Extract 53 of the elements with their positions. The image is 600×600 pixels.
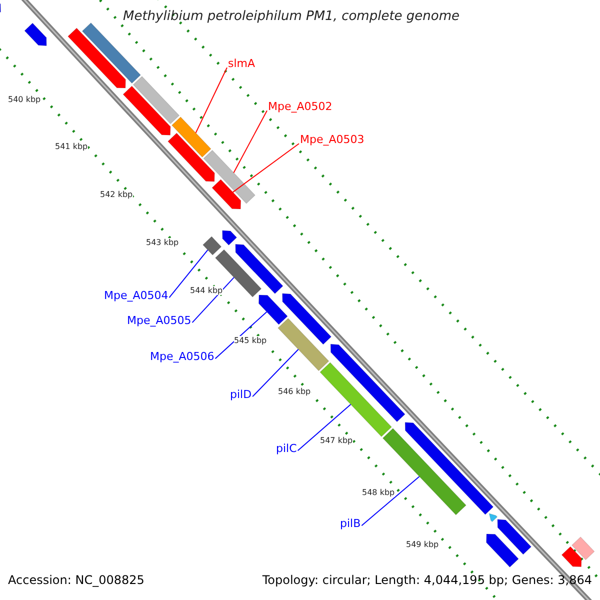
footer-text: Topology: circular; Length: 4,044,195 bp; Genes: 3,864	[262, 574, 592, 588]
leader-line	[214, 311, 268, 360]
gene-bar	[202, 236, 222, 256]
scale-label: 546 kbp	[278, 387, 311, 396]
scale-label: 542 kbp	[100, 190, 133, 200]
scale-label: 540 kbp	[8, 95, 41, 104]
scale-label: 548 kbp	[362, 488, 395, 498]
leader-line	[168, 249, 208, 298]
gene-feature	[168, 132, 215, 182]
gene-feature	[258, 294, 288, 325]
gene-label: Mpe_A0502	[268, 101, 332, 114]
gene-feature	[24, 22, 47, 46]
gene-feature	[488, 513, 498, 522]
gene-label: Mpe_A0505	[127, 315, 192, 328]
gene-bar	[203, 150, 256, 204]
gene-bar	[320, 362, 392, 437]
gene-bar	[382, 428, 466, 516]
gene-bar	[82, 22, 141, 84]
leader-line	[233, 110, 268, 174]
gene-label: pilD	[230, 389, 252, 402]
leader-line	[297, 404, 352, 452]
gene-label: Mpe_A0504	[104, 290, 168, 303]
gene-label: slmA	[228, 58, 256, 71]
gene-bar	[172, 116, 212, 158]
gene-feature	[212, 179, 242, 210]
gene-bar	[572, 536, 595, 560]
gene-feature	[497, 519, 532, 555]
scale-label: 541 kbp	[55, 142, 88, 152]
gene-feature	[330, 344, 406, 422]
gene-label: pilB	[340, 518, 361, 531]
scale-label: 549 kbp	[406, 540, 439, 550]
gene-label: pilC	[276, 443, 297, 456]
leader-line	[192, 276, 234, 324]
gene-bar	[278, 318, 330, 371]
scale-label: 545 kbp	[234, 336, 267, 346]
gene-bar	[133, 76, 180, 124]
leader-line	[361, 476, 420, 526]
leader-line	[252, 348, 299, 398]
scale-label: 547 kbp	[320, 436, 353, 446]
gene-feature	[68, 28, 126, 88]
gene-label: Mpe_A0506	[150, 351, 214, 364]
scale-label: 544 kbp	[190, 286, 223, 296]
leader-line	[195, 67, 228, 134]
gene-feature	[486, 534, 519, 568]
gene-feature	[222, 230, 237, 246]
gene-feature	[404, 422, 494, 515]
scale-label: 543 kbp	[146, 238, 179, 248]
gene-label: Mpe_A0503	[300, 134, 364, 147]
gene-feature	[122, 86, 171, 136]
gene-feature	[561, 546, 582, 567]
footer-text: Accession: NC_008825	[8, 574, 144, 588]
leader-line	[232, 143, 300, 193]
title: Methylibium petroleiphilum PM1, complete genome	[123, 10, 460, 25]
